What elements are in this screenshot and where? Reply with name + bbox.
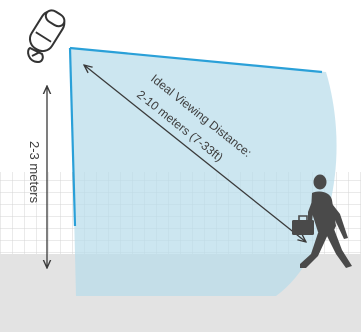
mounting-height-label: 2-3 meters [27, 141, 42, 204]
field-of-view-vertical-edge [68, 47, 77, 227]
security-camera-icon [27, 9, 66, 64]
walking-person-with-briefcase-icon [292, 174, 352, 268]
viewing-distance-arrow [84, 65, 306, 242]
